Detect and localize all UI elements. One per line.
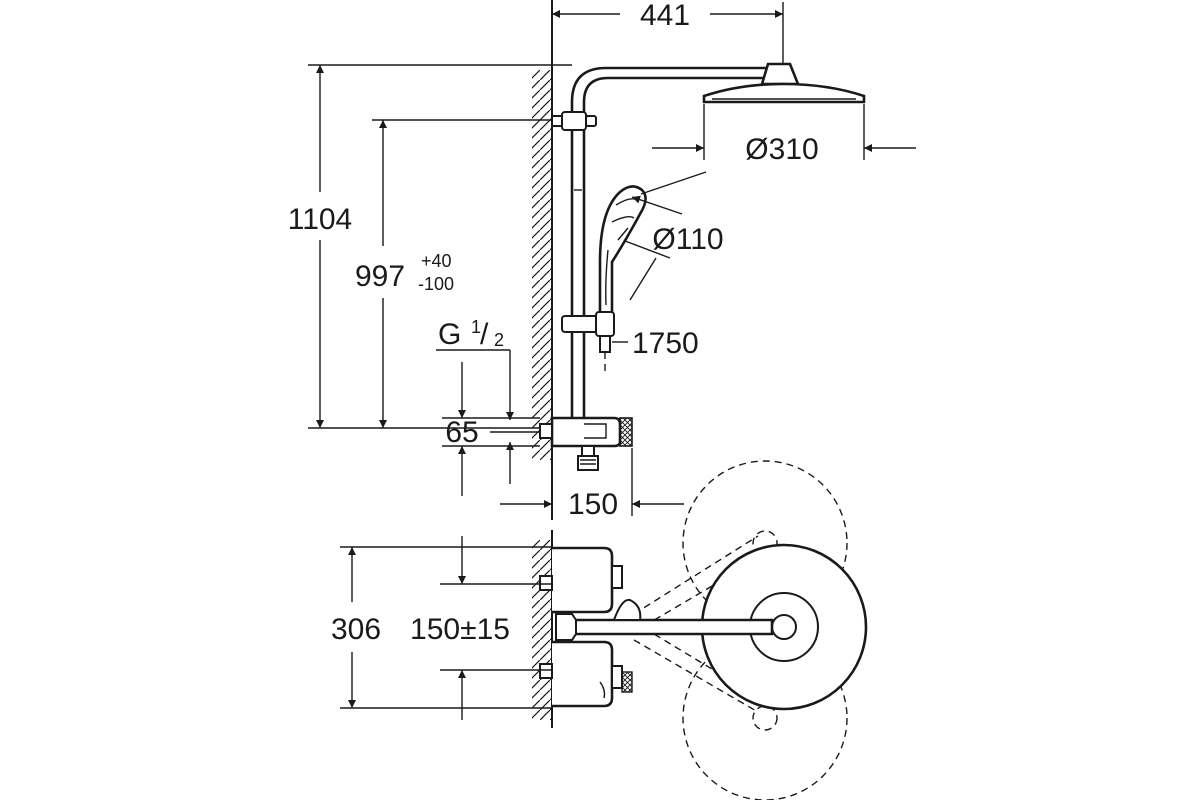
label-hand-diameter: Ø110 [652,223,723,256]
label-441: 441 [640,0,690,32]
label-997: 997 [355,260,405,293]
label-thread-den: 2 [494,330,504,350]
label-thread-slash: / [480,318,489,351]
wall-hatching [532,0,553,520]
hand-shower-slider: 1750 [561,311,699,375]
dimension-441: 441 [552,0,784,70]
dimension-997: 997 +40 -100 [355,119,552,428]
label-hose-length: 1750 [632,327,699,360]
label-head-diameter: Ø310 [745,133,818,166]
plan-head-shower [700,543,868,711]
plan-hand-holder [612,598,642,621]
label-306: 306 [331,613,381,646]
dimension-65: 65 [442,362,540,496]
shower-arm [570,62,800,118]
dimension-thread: G 1 / 2 [436,317,514,484]
elevation-view: 441 Ø310 [288,0,916,521]
label-tolerance-plus: +40 [421,251,452,271]
label-thread-g: G [438,318,461,351]
plan-shower-arm [555,613,774,641]
label-tolerance-minus: -100 [418,274,454,294]
thermostat-body [539,416,633,471]
hand-shower [598,185,647,320]
swing-range-dashed [633,460,848,800]
label-thread-num: 1 [471,317,481,337]
head-shower [702,82,866,104]
plan-thermostat [539,546,633,708]
dimension-150-tolerance: 150±15 [410,536,552,720]
label-65: 65 [445,416,478,449]
label-1104: 1104 [288,203,353,236]
dimension-150: 150 [500,448,684,521]
dimension-1104: 1104 [288,64,572,428]
plan-view: 306 150±15 [331,460,868,800]
label-150: 150 [568,488,618,521]
plan-wall-hatching [532,530,553,728]
dimension-306: 306 [331,546,552,709]
riser-rail [551,111,597,422]
dimension-hand-diameter: Ø110 [624,171,724,301]
dimension-head-diameter: Ø310 [652,104,916,166]
label-150-tolerance: 150±15 [410,613,510,646]
